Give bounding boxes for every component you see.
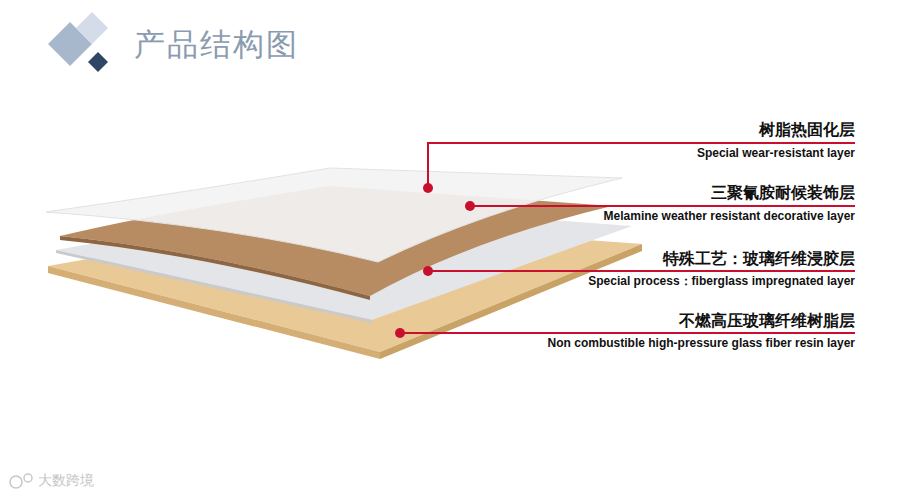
layer-name-en: Non combustible high-pressure glass fibe… [548,336,855,351]
layer-name-en: Special process：fiberglass impregnated l… [588,274,855,289]
watermark: 大数跨境 [38,472,94,490]
layer-name: 不燃高压玻璃纤维树脂层 [679,311,855,331]
layer-name: 树脂热固化层 [759,120,855,140]
leader-dot [423,183,433,193]
logo-diamond [76,12,108,44]
leader-line [428,143,855,186]
watermark-icon [10,474,32,488]
leader-line [400,332,855,334]
leader-dot [465,201,475,211]
layer-name-en: Special wear-resistant layer [697,146,855,161]
layer-name-en: Melamine weather resistant decorative la… [604,209,855,224]
leader-line [470,205,855,207]
leader-dot [423,266,433,276]
layer-name: 特殊工艺：玻璃纤维浸胶层 [663,249,855,269]
leader-line [428,270,855,272]
logo-diamond [88,52,108,72]
wear-layer [46,168,622,262]
page-title: 产品结构图 [134,24,299,66]
layer-name: 三聚氰胺耐候装饰层 [711,183,855,203]
leader-dot [395,328,405,338]
